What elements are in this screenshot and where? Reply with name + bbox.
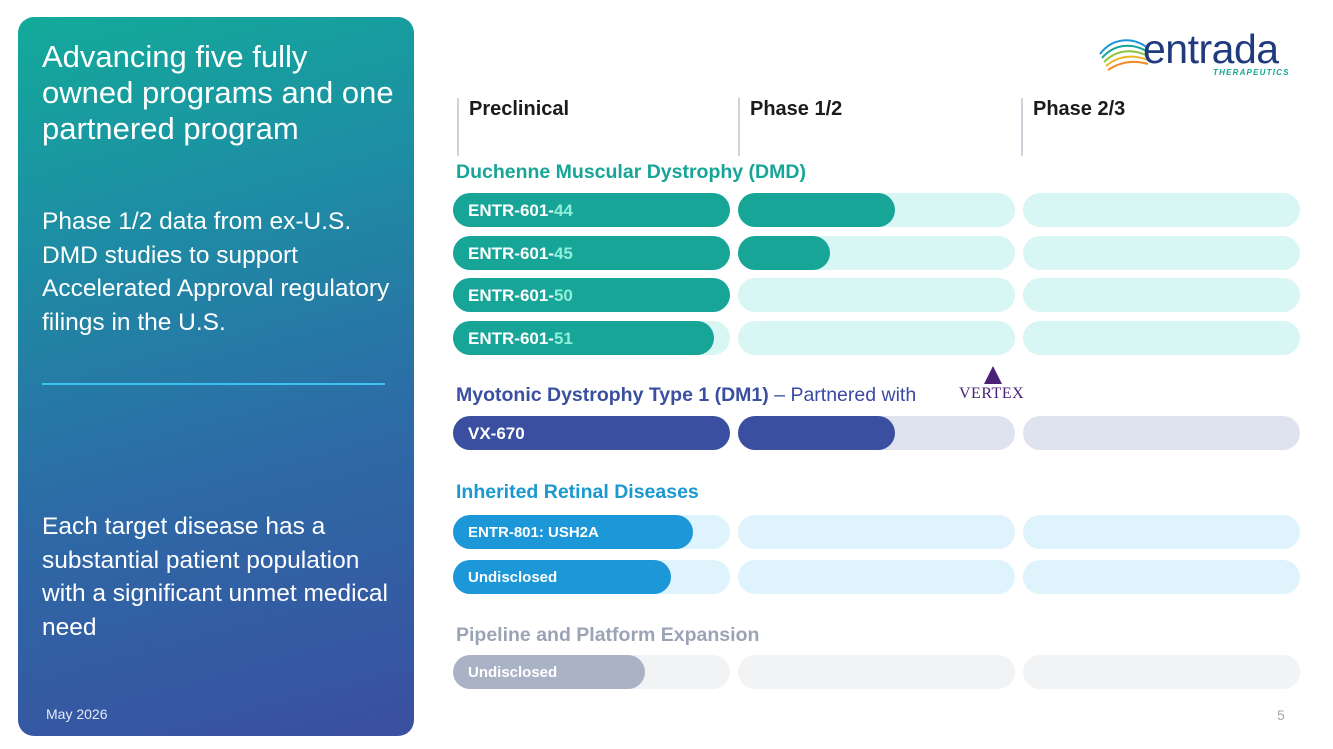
summary-panel: Advancing five fully owned programs and … xyxy=(18,17,414,736)
entrada-swoosh-icon xyxy=(1099,39,1149,71)
vertex-logo: VERTEX xyxy=(957,366,1029,406)
track-phase-2-3 xyxy=(1023,236,1300,270)
track-phase-2-3 xyxy=(1023,560,1300,594)
track-phase-2-3 xyxy=(1023,655,1300,689)
dm1-title-text: Myotonic Dystrophy Type 1 (DM1) xyxy=(456,384,769,406)
logo-wordmark: entrada xyxy=(1143,26,1279,72)
date-footer: May 2026 xyxy=(46,706,108,722)
progress-bar-phase-1-2 xyxy=(738,416,895,450)
track-phase-1-2 xyxy=(738,515,1015,549)
phase-data-statement: Phase 1/2 data from ex-U.S. DMD studies … xyxy=(42,208,390,336)
progress-bar-preclinical: ENTR-601-51 xyxy=(453,321,714,355)
progress-bar-phase-1-2 xyxy=(738,193,895,227)
program-label: VX-670 xyxy=(468,424,525,443)
program-label: Undisclosed xyxy=(468,664,558,681)
track-phase-2-3 xyxy=(1023,193,1300,227)
logo-subtitle: THERAPEUTICS xyxy=(1213,68,1290,77)
track-phase-2-3 xyxy=(1023,278,1300,312)
progress-bar-preclinical: ENTR-601-45 xyxy=(453,236,730,270)
progress-bar-preclinical: ENTR-601-44 xyxy=(453,193,730,227)
program-label: ENTR-601-45 xyxy=(468,244,573,263)
group-title-platform: Pipeline and Platform Expansion xyxy=(456,624,760,646)
program-label: ENTR-801: USH2A xyxy=(468,524,599,541)
program-label: Undisclosed xyxy=(468,569,558,586)
program-label: ENTR-601-44 xyxy=(468,201,573,220)
page-number: 5 xyxy=(1277,707,1285,723)
track-phase-1-2 xyxy=(738,560,1015,594)
progress-bar-phase-1-2 xyxy=(738,236,830,270)
progress-bar-preclinical: Undisclosed xyxy=(453,655,645,689)
group-title-dmd: Duchenne Muscular Dystrophy (DMD) xyxy=(456,161,806,183)
group-title-ird: Inherited Retinal Diseases xyxy=(456,481,699,503)
entrada-logo: entrada THERAPEUTICS xyxy=(1098,26,1298,82)
progress-bar-preclinical: ENTR-601-50 xyxy=(453,278,730,312)
phase-header-preclinical: Preclinical xyxy=(457,98,727,156)
phase-header-phase-2-3: Phase 2/3 xyxy=(1021,98,1291,156)
group-title-dm1: Myotonic Dystrophy Type 1 (DM1) – Partne… xyxy=(456,384,916,407)
track-phase-2-3 xyxy=(1023,515,1300,549)
progress-bar-preclinical: VX-670 xyxy=(453,416,730,450)
partner-text: – Partnered with xyxy=(774,384,917,406)
unmet-need-statement: Each target disease has a substantial pa… xyxy=(42,513,388,641)
track-phase-2-3 xyxy=(1023,321,1300,355)
track-phase-1-2 xyxy=(738,655,1015,689)
vertex-triangle-icon xyxy=(984,366,1002,384)
track-phase-2-3 xyxy=(1023,416,1300,450)
progress-bar-preclinical: Undisclosed xyxy=(453,560,671,594)
phase-header-phase-1-2: Phase 1/2 xyxy=(738,98,1008,156)
track-phase-1-2 xyxy=(738,321,1015,355)
slide-title: Advancing five fully owned programs and … xyxy=(42,39,394,146)
program-label: ENTR-601-50 xyxy=(468,286,573,305)
track-phase-1-2 xyxy=(738,278,1015,312)
vertex-logo-text: VERTEX xyxy=(959,385,1025,402)
progress-bar-preclinical: ENTR-801: USH2A xyxy=(453,515,693,549)
divider xyxy=(42,383,385,385)
program-label: ENTR-601-51 xyxy=(468,329,573,348)
